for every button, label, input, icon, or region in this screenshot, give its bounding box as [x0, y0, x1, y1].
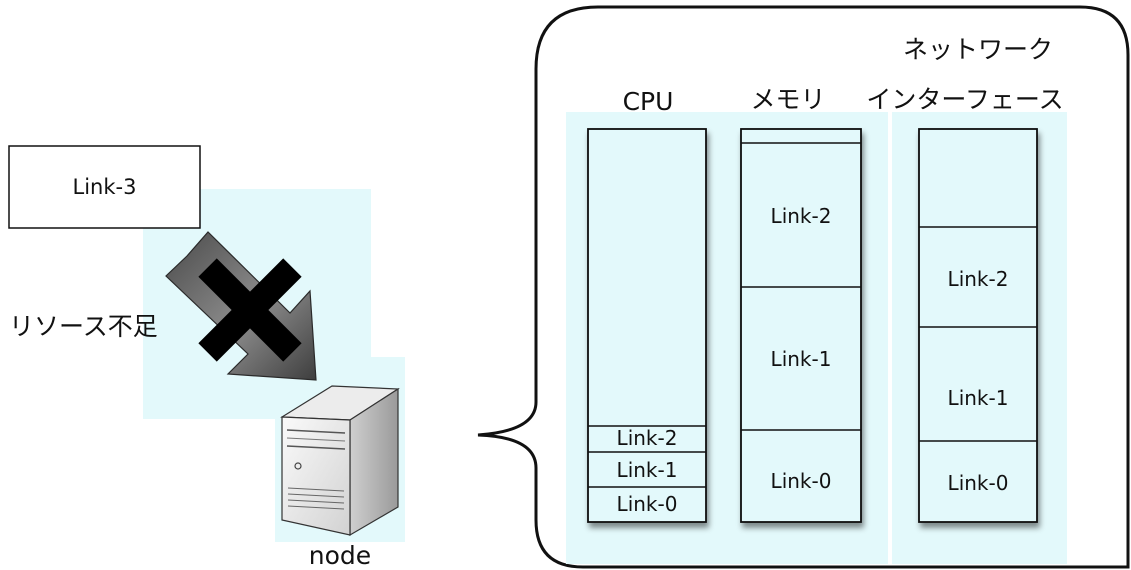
network-segment-label: Link-2 [948, 267, 1009, 291]
link3-label: Link-3 [73, 175, 137, 199]
network-column: Link-2 Link-1 Link-0 [918, 128, 1038, 523]
cpu-segment-label: Link-2 [617, 426, 678, 450]
cpu-column: Link-2 Link-1 Link-0 [587, 128, 707, 523]
insufficient-resources-label: リソース不足 [9, 312, 158, 341]
cpu-segment-label: Link-1 [617, 458, 678, 482]
node-label: node [309, 541, 371, 570]
memory-segment-label: Link-2 [771, 204, 832, 228]
network-segment-label: Link-0 [948, 471, 1009, 495]
cpu-segment-label: Link-0 [617, 492, 678, 516]
memory-segment-label: Link-0 [771, 469, 832, 493]
link3-box: Link-3 [8, 145, 201, 229]
cpu-title: CPU [623, 87, 674, 116]
x-mark-icon [198, 258, 302, 362]
network-segment-label: Link-1 [948, 386, 1009, 410]
memory-segment-label: Link-1 [771, 347, 832, 371]
network-title-line1: ネットワーク [903, 35, 1053, 64]
network-title-line2: インターフェース [866, 85, 1063, 114]
server-icon [280, 385, 400, 537]
memory-column: Link-2 Link-1 Link-0 [740, 128, 862, 523]
memory-title: メモリ [750, 85, 825, 114]
